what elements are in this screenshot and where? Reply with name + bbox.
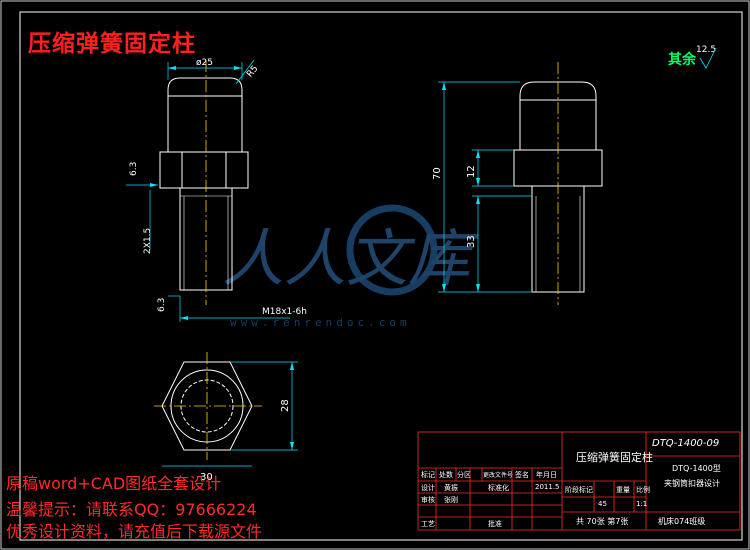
tb-org: 机床074班级 — [658, 517, 706, 526]
dim-thread-length: 33 — [466, 235, 477, 248]
tb-sheet-info: 共 70张 第7张 — [576, 517, 629, 526]
title-block-grid — [417, 431, 741, 531]
tb-designer: 黄振 — [444, 484, 458, 492]
side-dim-arrows — [442, 82, 480, 292]
tb-date: 2011.5 — [535, 483, 560, 491]
arrow-hex-flat-top — [290, 362, 294, 370]
arrow-total-top — [442, 82, 446, 90]
front-dim-arrows — [150, 66, 242, 320]
arrow-hex-bot — [476, 178, 480, 186]
tb-header-6: 年月日 — [536, 471, 557, 479]
tb-scale-label: 比例 — [636, 486, 650, 494]
tb-checker: 张刚 — [444, 496, 458, 504]
drawing-title: 压缩弹簧固定柱 — [28, 31, 196, 57]
roughness-check — [699, 47, 717, 69]
tb-standardize-label: 标准化 — [488, 484, 509, 492]
arrow-thread-len-top — [476, 196, 480, 204]
tb-assembly: DTQ-1400型 — [672, 464, 721, 473]
watermark: 人人文库 www.renrendoc.com — [222, 204, 479, 329]
tb-check-label: 审核 — [421, 496, 435, 504]
arrow-chamfer-top — [150, 183, 158, 187]
tb-header-3: 分区 — [457, 471, 471, 479]
front-hex — [159, 151, 249, 189]
promo-line-3: 优秀设计资料，请充值后下载源文件 — [6, 522, 263, 541]
dim-head-radius: R5 — [245, 64, 260, 80]
tb-header-1: 标记 — [421, 471, 435, 479]
hex-dims — [162, 361, 298, 467]
tb-header-5: 签名 — [515, 471, 529, 479]
hex-outline — [161, 361, 253, 451]
arrow-head-dia-l — [168, 66, 176, 70]
front-dims — [126, 59, 290, 322]
tb-process-label: 工艺 — [421, 520, 435, 528]
roughness-symbol: 其余 12.5 — [668, 45, 717, 69]
tb-weight-label: 重量 — [616, 486, 630, 494]
tb-scale: 1:1 — [636, 500, 648, 508]
tb-approve-label: 批准 — [488, 520, 502, 528]
tb-header-2: 处数 — [439, 471, 453, 479]
watermark-text: 人人文库 — [222, 222, 479, 295]
tb-drawing-no: DTQ-1400-09 — [652, 438, 720, 449]
side-shaft — [531, 185, 585, 293]
hex-dim-arrows — [290, 362, 294, 450]
arrow-thread-len-bot — [476, 284, 480, 292]
dim-head-dia: ø25 — [196, 58, 213, 68]
dim-undercut: 2X1.5 — [143, 228, 153, 254]
arrow-total-bot — [442, 284, 446, 292]
tb-assembly-name: 夹钢筒扣器设计 — [664, 479, 720, 488]
dim-hex-flat: 28 — [280, 399, 291, 412]
watermark-circle — [346, 204, 438, 296]
roughness-value: 12.5 — [696, 45, 716, 55]
promo-line-1: 原稿word+CAD图纸全套设计 — [6, 474, 222, 493]
dim-total-length: 70 — [432, 167, 443, 180]
promo-line-2: 温馨提示：请联系QQ：97666224 — [6, 500, 257, 519]
front-cap — [167, 77, 243, 152]
watermark-url: www.renrendoc.com — [230, 316, 411, 329]
dim-hex-height: 12 — [466, 165, 477, 178]
dim-radius-leader — [235, 59, 255, 85]
dim-chamfer-top: 6.3 — [129, 162, 139, 176]
tb-stage-label: 阶段标记 — [565, 486, 593, 494]
front-view — [159, 77, 249, 291]
roughness-label: 其余 — [668, 51, 697, 68]
tb-header-4: 更改文件号 — [483, 472, 514, 479]
arrow-thread — [180, 316, 188, 320]
dim-chamfer-bottom: 6.3 — [157, 298, 167, 312]
arrow-hex-flat-bot — [290, 442, 294, 450]
arrow-head-dia-r — [234, 66, 242, 70]
dim-hex-bottom: 30 — [200, 472, 213, 483]
drawing-frame — [19, 11, 743, 541]
tb-weight: 45 — [598, 500, 607, 508]
dim-thread: M18x1-6h — [262, 307, 307, 317]
arrow-hex-top — [476, 150, 480, 158]
tb-part-name: 压缩弹簧固定柱 — [576, 451, 653, 464]
tb-design-label: 设计 — [421, 484, 435, 492]
